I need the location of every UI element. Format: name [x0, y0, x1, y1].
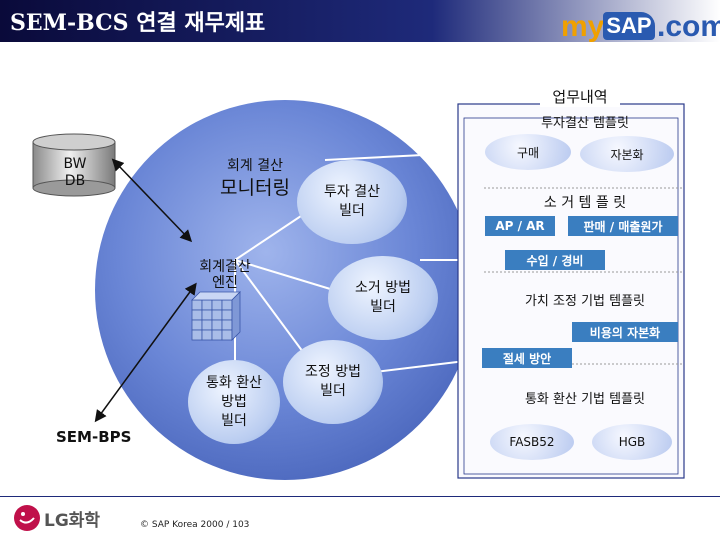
ap-ar-bar: AP / AR: [485, 216, 555, 236]
copyright-text: © SAP Korea 2000 / 103: [140, 520, 250, 530]
mysap-logo-my: my: [561, 10, 605, 43]
sem-bps-label: SEM-BPS: [56, 428, 132, 446]
monitor-label-bottom: 모니터링: [220, 177, 290, 199]
engine-label-bottom: 엔진: [212, 275, 238, 291]
bw-db-label: BW DB: [63, 156, 87, 189]
tax-saving-bar: 절세 방안: [482, 348, 572, 368]
invest-builder-bubble: 투자 결산 빌더: [297, 160, 407, 244]
currency-builder-bubble: 통화 환산 방법 빌더: [188, 360, 280, 444]
title-bar: [0, 0, 720, 42]
currency-template-title: 통화 환산 기법 템플릿: [524, 392, 646, 407]
capitalize-expense-bar: 비용의 자본화: [572, 322, 678, 342]
sales-cogs-bar: 판매 / 매출원가: [568, 216, 678, 236]
page-title: SEM-BCS 연결 재무제표: [10, 10, 266, 36]
monitor-label-top: 회계 결산: [227, 158, 283, 174]
elim-template-title: 소 거 템 플 릿: [543, 195, 627, 211]
elim-builder-bubble: 소거 방법 빌더: [328, 256, 438, 340]
lg-logo-mark: [14, 505, 40, 531]
engine-label-top: 회계결산: [199, 259, 251, 275]
income-expense-bar: 수입 / 경비: [505, 250, 605, 270]
invest-template-title: 투자결산 템플릿: [541, 116, 629, 131]
adjust-builder-bubble: 조정 방법 빌더: [283, 340, 383, 424]
footer-divider: [0, 496, 720, 497]
purchase-oval: 구매: [485, 134, 571, 170]
fasb52-oval: FASB52: [490, 424, 574, 460]
capitalization-oval: 자본화: [580, 136, 674, 172]
hgb-oval: HGB: [592, 424, 672, 460]
mysap-logo-com: .com: [657, 10, 720, 43]
value-adjust-template-title: 가치 조정 기법 템플릿: [524, 294, 646, 309]
company-name: LG화학: [44, 511, 101, 531]
panel-heading: 업무내역: [540, 86, 620, 107]
mysap-logo-sap: SAP: [603, 12, 655, 40]
